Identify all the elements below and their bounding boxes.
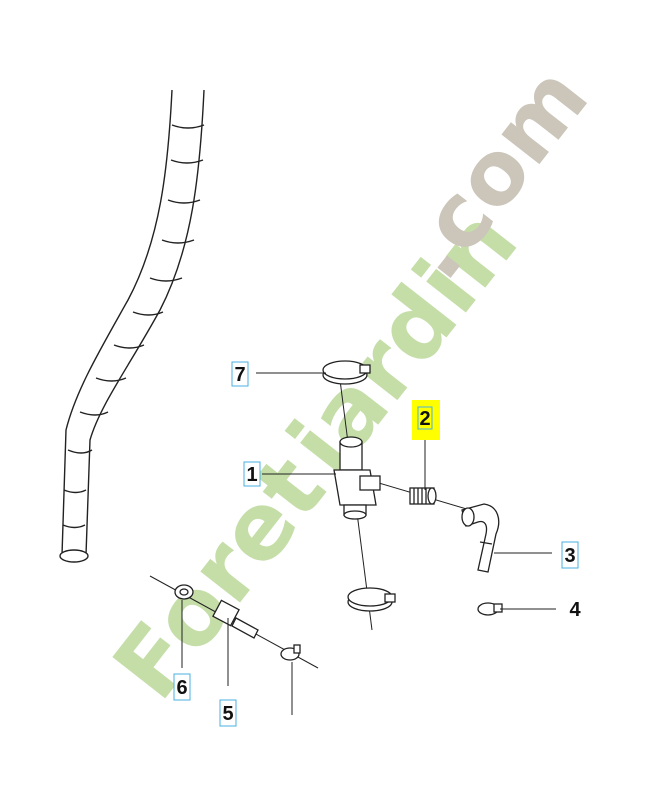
callout-5-label: 5 — [222, 703, 233, 725]
callout-5: 5 — [219, 699, 237, 727]
fitting-part-2 — [409, 487, 437, 505]
callout-7: 7 — [231, 361, 249, 387]
callout-7-label: 7 — [234, 364, 245, 386]
washer-part-6 — [174, 584, 194, 600]
callout-1: 1 — [243, 461, 261, 487]
callout-6-label: 6 — [176, 677, 187, 699]
watermark-foret: Foret — [93, 437, 346, 719]
clamp-part-7 — [322, 360, 371, 385]
callout-4-label: 4 — [569, 599, 581, 621]
long-hose — [59, 89, 205, 563]
clip-part-4 — [477, 602, 503, 616]
leader-lines — [181, 372, 556, 715]
callout-4: 4 — [569, 599, 581, 621]
nipple-part-5 — [212, 599, 259, 639]
callout-1-label: 1 — [246, 464, 257, 486]
callout-2-label: 2 — [419, 408, 430, 430]
callout-3-label: 3 — [564, 545, 575, 567]
callout-2: 2 — [412, 400, 440, 440]
callout-6: 6 — [173, 673, 191, 701]
t-connector-part-1 — [333, 436, 381, 520]
clamp-lower — [347, 587, 396, 612]
clip-lower-left — [280, 644, 301, 661]
callout-3: 3 — [561, 541, 579, 569]
elbow-part-3 — [461, 503, 500, 573]
